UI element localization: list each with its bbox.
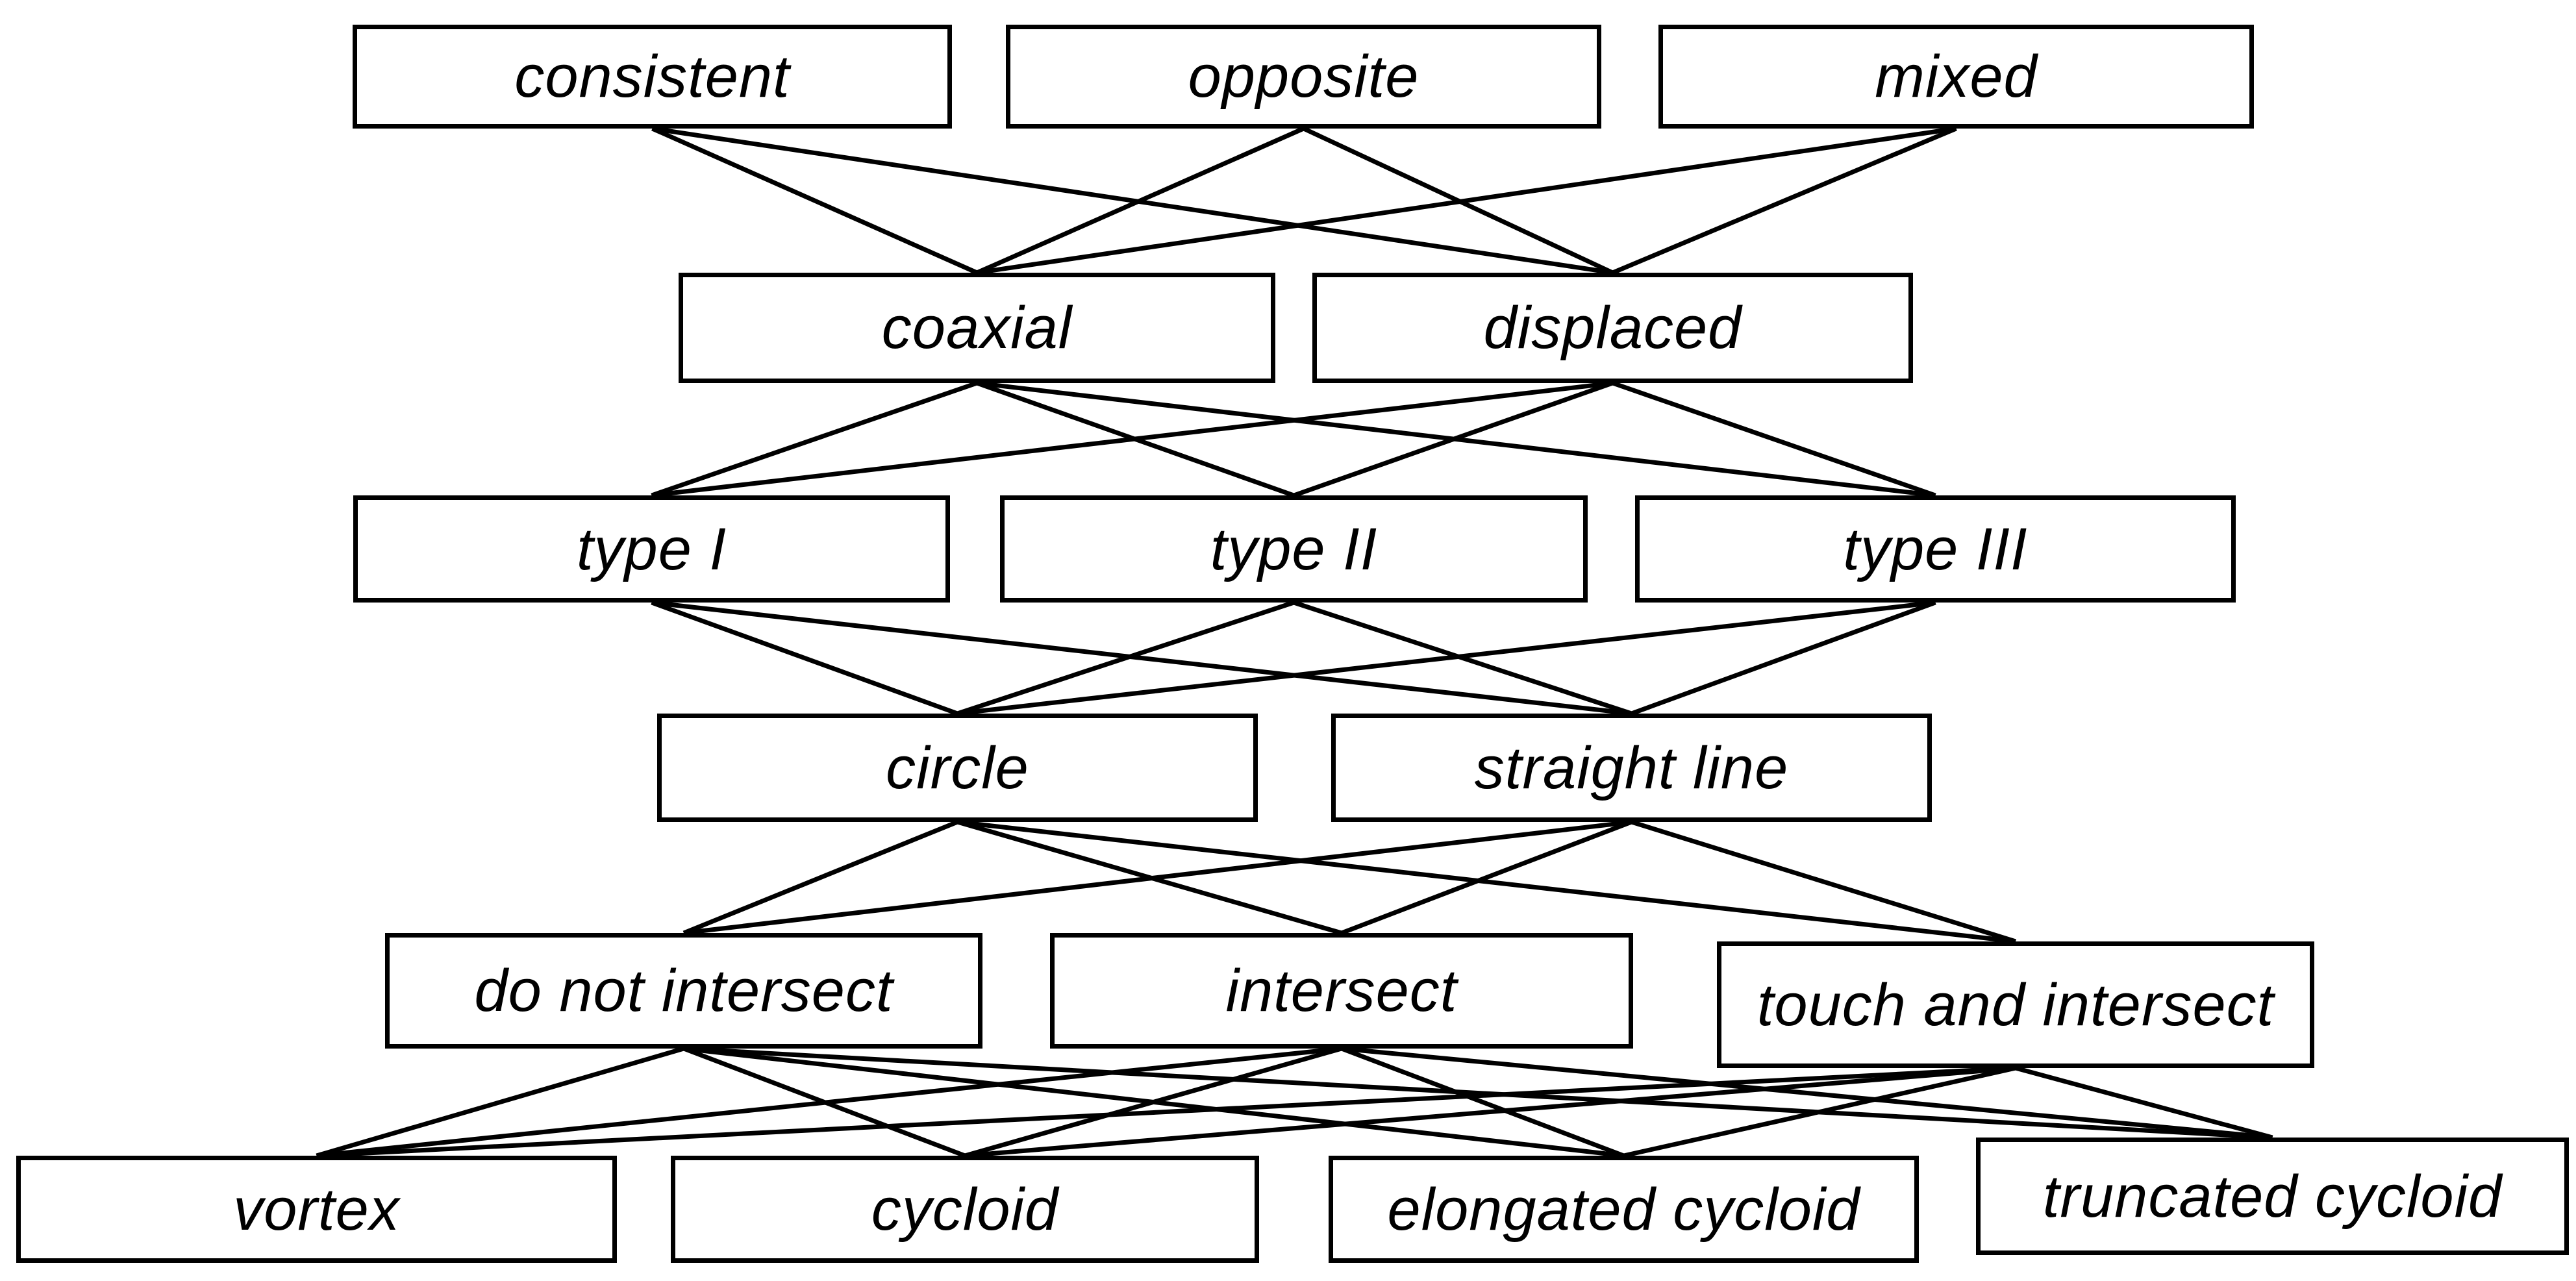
edge-mixed--displaced	[1612, 126, 1957, 275]
edge-type-i--circle	[651, 600, 958, 716]
node-displaced: displaced	[1312, 273, 1913, 383]
node-vortex: vortex	[16, 1156, 617, 1263]
node-cycloid: cycloid	[671, 1156, 1259, 1263]
node-type-i: type I	[353, 495, 950, 603]
node-do-not-intersect: do not intersect	[385, 933, 982, 1049]
edge-mixed--coaxial	[976, 126, 1957, 275]
edge-straight-line--do-not-intersect	[683, 819, 1632, 936]
edge-touch-and-intersect--cycloid	[964, 1065, 2016, 1158]
node-intersect-label: intersect	[1225, 958, 1458, 1024]
edge-type-iii--circle	[957, 600, 1936, 716]
node-intersect: intersect	[1050, 933, 1633, 1049]
edge-touch-and-intersect--elongated-cycloid	[1623, 1065, 2016, 1158]
node-mixed-label: mixed	[1875, 44, 2038, 110]
edge-do-not-intersect--vortex	[316, 1046, 684, 1158]
node-opposite-label: opposite	[1188, 44, 1419, 110]
node-coaxial: coaxial	[679, 273, 1275, 383]
node-elongated-cycloid-label: elongated cycloid	[1387, 1176, 1860, 1243]
edge-touch-and-intersect--vortex	[316, 1065, 2016, 1158]
node-touch-and-intersect-label: touch and intersect	[1757, 971, 2275, 1038]
edge-displaced--type-i	[651, 380, 1613, 498]
node-straight-line-label: straight line	[1474, 734, 1789, 801]
edge-intersect--truncated-cycloid	[1341, 1046, 2273, 1140]
edge-straight-line--intersect	[1340, 819, 1632, 936]
node-truncated-cycloid: truncated cycloid	[1976, 1138, 2569, 1255]
node-type-ii: type II	[1000, 495, 1588, 603]
node-vortex-label: vortex	[233, 1176, 400, 1243]
node-circle-label: circle	[886, 734, 1029, 801]
edge-intersect--cycloid	[964, 1046, 1342, 1158]
edge-touch-and-intersect--truncated-cycloid	[2015, 1065, 2273, 1140]
edge-do-not-intersect--truncated-cycloid	[683, 1046, 2273, 1140]
edge-opposite--coaxial	[976, 126, 1305, 275]
node-consistent-label: consistent	[514, 44, 790, 110]
edge-displaced--type-iii	[1612, 380, 1936, 498]
node-circle: circle	[657, 714, 1258, 822]
edge-type-ii--circle	[957, 600, 1295, 716]
node-type-iii: type III	[1634, 495, 2236, 603]
edge-circle--do-not-intersect	[682, 819, 958, 936]
node-displaced-label: displaced	[1483, 295, 1742, 361]
node-coaxial-label: coaxial	[881, 295, 1073, 361]
node-elongated-cycloid: elongated cycloid	[1329, 1156, 1919, 1263]
edge-coaxial--type-i	[651, 380, 978, 498]
node-do-not-intersect-label: do not intersect	[474, 958, 894, 1024]
edge-displaced--type-ii	[1293, 380, 1614, 498]
node-type-ii-label: type II	[1210, 516, 1378, 582]
edge-intersect--elongated-cycloid	[1340, 1046, 1625, 1158]
node-straight-line: straight line	[1331, 714, 1932, 822]
edge-consistent--displaced	[651, 126, 1614, 275]
node-cycloid-label: cycloid	[871, 1176, 1059, 1243]
node-type-i-label: type I	[576, 516, 727, 582]
node-truncated-cycloid-label: truncated cycloid	[2042, 1163, 2503, 1230]
edge-consistent--coaxial	[651, 126, 978, 275]
edge-type-i--straight-line	[651, 600, 1632, 716]
node-opposite: opposite	[1006, 25, 1601, 129]
node-consistent: consistent	[353, 25, 952, 129]
node-touch-and-intersect: touch and intersect	[1717, 941, 2314, 1068]
edge-intersect--vortex	[316, 1046, 1342, 1158]
node-type-iii-label: type III	[1843, 516, 2028, 582]
node-mixed: mixed	[1658, 25, 2254, 129]
edge-circle--touch-and-intersect	[957, 819, 2016, 944]
edge-straight-line--touch-and-intersect	[1631, 819, 2017, 944]
edge-type-iii--straight-line	[1631, 600, 1936, 716]
